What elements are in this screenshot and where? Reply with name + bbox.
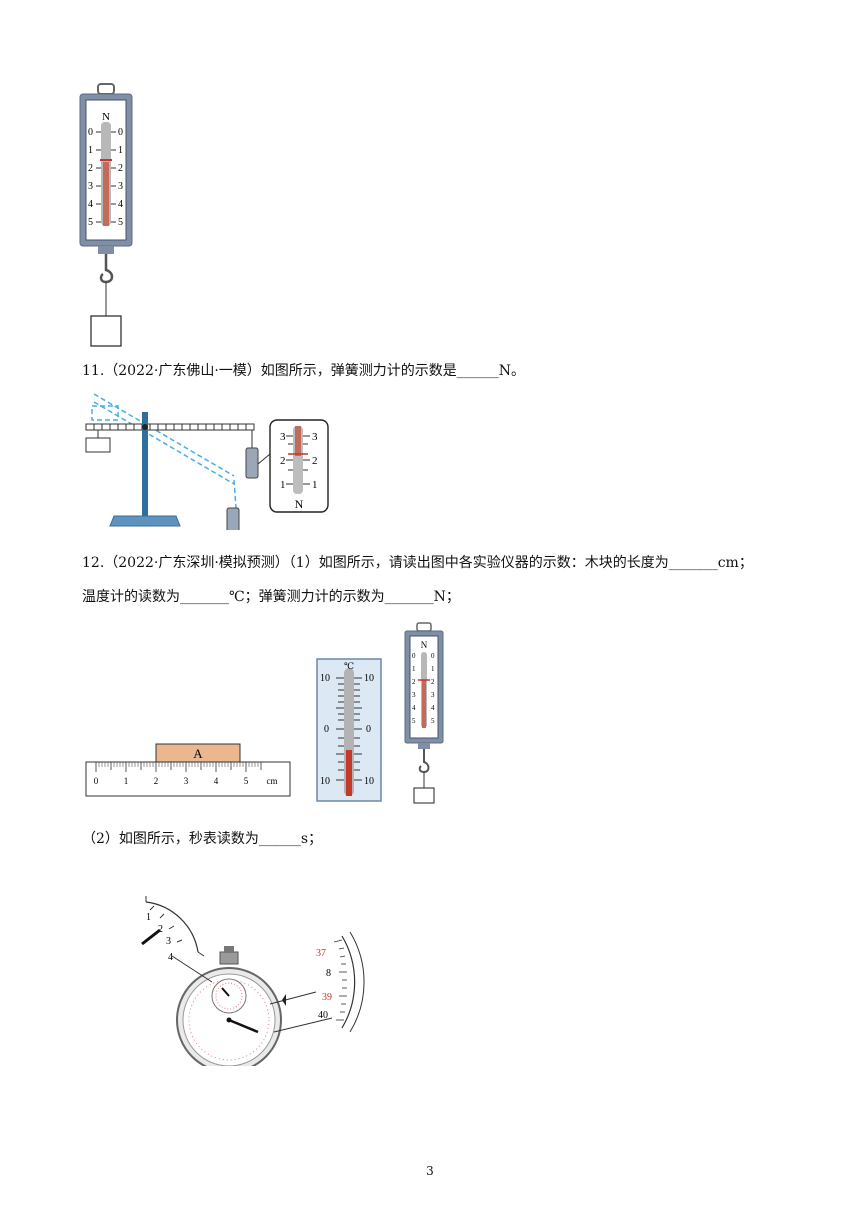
spring-scale-figure-top: N 0 1 2 3 4 5 0 1 2 3 4 5: [79, 83, 133, 347]
small-scale-tick: 3: [431, 691, 435, 699]
lever-figure: 3 3 2 2 1 1 N: [85, 393, 329, 530]
scale-tick-label: 4: [118, 199, 123, 210]
minute-tick: 3: [166, 936, 171, 947]
minute-tick: 2: [158, 924, 163, 935]
seconds-tick: 40: [318, 1010, 328, 1021]
lever-scale-tick: 2: [312, 455, 318, 467]
scale-tick-label: 2: [118, 163, 123, 174]
small-scale-tick: 4: [412, 704, 416, 712]
scale-tick-label: 3: [118, 181, 123, 192]
small-scale-tick: 1: [431, 665, 435, 673]
thermo-tick-label: 10: [364, 776, 374, 787]
small-scale-tick: 0: [412, 652, 416, 660]
small-scale-tick: 2: [412, 678, 416, 686]
scale-tick-label: 3: [88, 181, 93, 192]
ruler-tick-label: 3: [184, 776, 189, 786]
thermometer-figure: ℃ 10 10 0 0 10 10: [316, 658, 382, 802]
scale-tick-label: 4: [88, 199, 93, 210]
thermo-unit: ℃: [344, 661, 354, 671]
question-12-line1: 12.（2022·广东深圳·模拟预测）（1）如图所示，请读出图中各实验仪器的示数…: [82, 555, 753, 571]
scale-tick-label: 0: [118, 127, 123, 138]
lever-scale-tick: 1: [280, 479, 286, 491]
thermo-tick-label: 10: [320, 673, 330, 684]
question-12-part2: （2）如图所示，秒表读数为______s；: [82, 831, 323, 847]
spring-scale-figure-small: N 0 1 2 3 4 5 0 1 2 3 4 5: [404, 622, 444, 804]
scale-tick-label: 1: [88, 145, 93, 156]
small-scale-tick: 5: [412, 717, 416, 725]
page-number: 3: [426, 1164, 434, 1178]
ruler-unit: cm: [267, 776, 278, 786]
small-scale-tick: 1: [412, 665, 416, 673]
minute-tick: 4: [168, 952, 173, 963]
seconds-tick: 37: [316, 948, 326, 959]
ruler-tick-label: 4: [214, 776, 219, 786]
scale-tick-label: 1: [118, 145, 123, 156]
scale-tick-label: 2: [88, 163, 93, 174]
ruler-figure: A 0 1 2 3 4 5 cm: [85, 743, 291, 797]
small-scale-tick: 3: [412, 691, 416, 699]
stopwatch-figure: 1 2 3 4 37 8 39 40: [141, 896, 365, 1066]
lever-scale-tick: 3: [280, 431, 286, 443]
question-11-text: 11.（2022·广东佛山·一模）如图所示，弹簧测力计的示数是______N。: [82, 363, 526, 379]
lever-scale-tick: 1: [312, 479, 318, 491]
ruler-tick-label: 1: [124, 776, 129, 786]
ruler-tick-label: 5: [244, 776, 249, 786]
ruler-tick-label: 2: [154, 776, 159, 786]
small-scale-tick: 5: [431, 717, 435, 725]
lever-scale-unit: N: [295, 497, 304, 511]
small-scale-tick: 0: [431, 652, 435, 660]
minute-tick: 1: [146, 912, 151, 923]
small-scale-tick: 4: [431, 704, 435, 712]
small-scale-unit: N: [421, 640, 428, 650]
lever-scale-tick: 2: [280, 455, 286, 467]
lever-scale-tick: 3: [312, 431, 318, 443]
seconds-tick: 39: [322, 992, 332, 1003]
seconds-tick: 8: [326, 968, 331, 979]
block-label: A: [193, 746, 203, 761]
ruler-tick-label: 0: [94, 776, 99, 786]
scale-tick-label: 0: [88, 127, 93, 138]
scale-unit: N: [102, 111, 110, 123]
scale-tick-label: 5: [118, 217, 123, 228]
thermo-tick-label: 0: [324, 724, 329, 735]
thermo-tick-label: 10: [320, 776, 330, 787]
thermo-tick-label: 10: [364, 673, 374, 684]
thermo-tick-label: 0: [366, 724, 371, 735]
scale-tick-label: 5: [88, 217, 93, 228]
question-12-line2: 温度计的读数为_______℃；弹簧测力计的示数为_______N；: [82, 589, 460, 605]
small-scale-tick: 2: [431, 678, 435, 686]
